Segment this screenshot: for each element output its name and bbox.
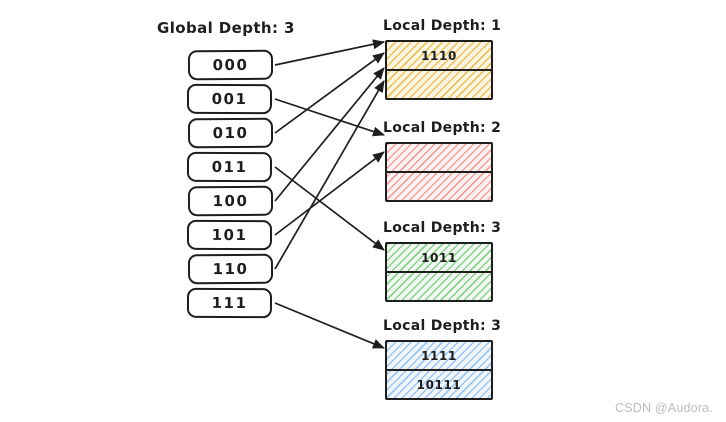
arrow-100-to-bucket-1	[274, 67, 385, 202]
directory-entry-111: 111	[186, 287, 273, 319]
directory-entry-101: 101	[186, 219, 273, 251]
bucket-3-local-depth-label: Local Depth: 3	[383, 220, 502, 236]
bucket-1-local-depth-label: Local Depth: 1	[383, 18, 502, 34]
arrow-101-to-bucket-2	[274, 151, 385, 236]
directory-entry-011: 011	[186, 151, 273, 183]
watermark: CSDN @Audora.	[615, 401, 713, 415]
directory-entry-110: 110	[187, 253, 274, 285]
bucket-3-slot-2	[387, 273, 491, 300]
arrow-111-to-bucket-4	[274, 302, 385, 349]
bucket-4-slot-2: 10111	[416, 377, 462, 392]
bucket-4-slot-1: 1111	[387, 342, 491, 371]
directory-entry-001: 001	[186, 83, 273, 115]
bucket-4-box: 1111 10111	[385, 340, 493, 400]
directory-entry-000: 000	[187, 49, 274, 81]
bucket-1-box: 1110	[385, 40, 493, 100]
arrow-110-to-bucket-1	[274, 80, 385, 270]
arrow-000-to-bucket-1	[274, 39, 385, 66]
bucket-2-box	[385, 142, 493, 202]
bucket-3-box: 1011	[385, 242, 493, 302]
bucket-3-slot-1: 1011	[387, 244, 491, 273]
directory-entry-100: 100	[187, 185, 274, 217]
bucket-2-local-depth-label: Local Depth: 2	[383, 120, 502, 136]
bucket-2-slot-2	[387, 173, 491, 200]
bucket-4-local-depth-label: Local Depth: 3	[383, 318, 502, 334]
directory-entry-010: 010	[187, 117, 274, 149]
arrow-011-to-bucket-3	[274, 166, 385, 251]
bucket-2-slot-1	[387, 144, 491, 173]
bucket-1-slot-1: 1110	[387, 42, 491, 71]
arrow-010-to-bucket-1	[274, 52, 385, 134]
arrow-001-to-bucket-2	[274, 98, 385, 137]
bucket-1-slot-2	[387, 71, 491, 98]
global-depth-label: Global Depth: 3	[157, 19, 295, 37]
